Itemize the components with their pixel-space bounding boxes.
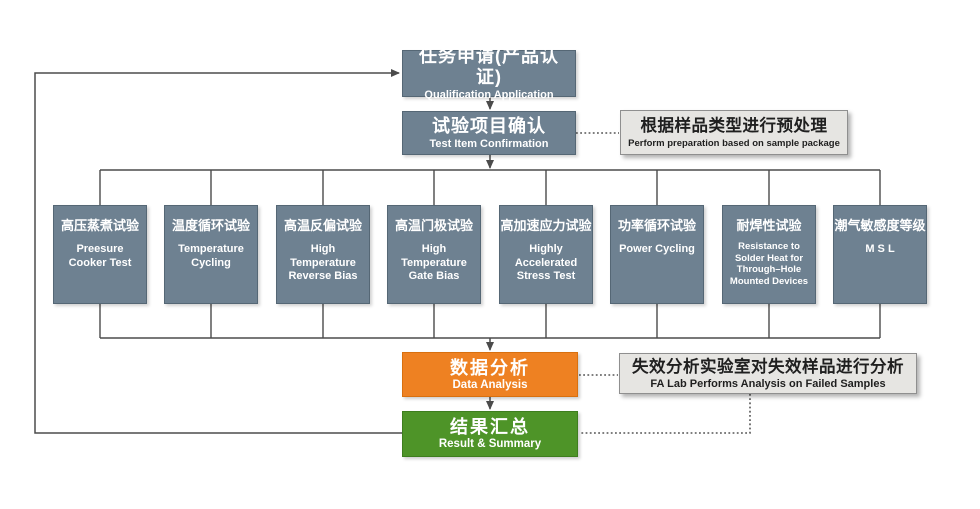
note-sample-preparation: 根据样品类型进行预处理 Perform preparation based on… xyxy=(620,110,848,155)
test-node-pressure-cooker: 高压蒸煮试验 Preesure Cooker Test xyxy=(53,205,147,304)
connector-branch-stubs-bottom xyxy=(99,304,881,338)
test-title-zh: 高加速应力试验 xyxy=(500,218,592,233)
note-text-zh: 根据样品类型进行预处理 xyxy=(640,116,828,135)
test-title-zh: 高温反偏试验 xyxy=(283,218,362,233)
node-title-zh: 任务申请(产品认证) xyxy=(419,45,559,87)
note-fa-lab-analysis: 失效分析实验室对失效样品进行分析 FA Lab Performs Analysi… xyxy=(619,353,917,394)
node-title-en: Result & Summary xyxy=(438,438,542,450)
test-title-zh: 高压蒸煮试验 xyxy=(60,218,139,233)
node-title-zh: 试验项目确认 xyxy=(432,115,546,136)
node-title-en: Qualification Application xyxy=(424,88,554,101)
test-node-temperature-cycling: 温度循环试验 Temperature Cycling xyxy=(164,205,258,304)
connector-branch-stubs-top xyxy=(99,170,881,205)
test-title-zh: 潮气敏感度等级 xyxy=(834,218,926,233)
node-title-en: Test Item Confirmation xyxy=(429,137,549,150)
test-title-en: Power Cycling xyxy=(619,243,695,255)
test-node-solder-heat-resistance: 耐焊性试验 Resistance to Solder Heat for Thro… xyxy=(722,205,816,304)
connector-feedback-loop xyxy=(34,69,402,434)
node-result-summary: 结果汇总 Result & Summary xyxy=(402,411,578,457)
node-qualification-application: 任务申请(产品认证) Qualification Application xyxy=(402,46,576,101)
node-test-item-confirmation: 试验项目确认 Test Item Confirmation xyxy=(402,111,576,155)
test-title-en: Temperature Cycling xyxy=(178,243,244,269)
test-title-en: Preesure Cooker Test xyxy=(68,243,132,269)
test-title-en: High Temperature Gate Bias xyxy=(401,243,467,282)
node-title-en: Data Analysis xyxy=(452,378,528,391)
note-text-en: Perform preparation based on sample pack… xyxy=(628,137,840,149)
test-node-ht-gate-bias: 高温门极试验 High Temperature Gate Bias xyxy=(387,205,481,304)
connector-note2-to-summary-dotted xyxy=(579,394,751,434)
node-title-zh: 数据分析 xyxy=(450,357,530,378)
test-title-en: M S L xyxy=(865,243,895,255)
test-title-zh: 耐焊性试验 xyxy=(736,218,802,233)
test-node-hast: 高加速应力试验 Highly Accelerated Stress Test xyxy=(499,205,593,304)
node-title-zh: 结果汇总 xyxy=(450,417,530,437)
test-node-ht-reverse-bias: 高温反偏试验 High Temperature Reverse Bias xyxy=(276,205,370,304)
node-data-analysis: 数据分析 Data Analysis xyxy=(402,352,578,397)
test-title-en: Resistance to Solder Heat for Through–Ho… xyxy=(729,241,809,287)
test-title-zh: 高温门极试验 xyxy=(394,218,473,233)
test-node-msl: 潮气敏感度等级 M S L xyxy=(833,205,927,304)
note-text-en: FA Lab Performs Analysis on Failed Sampl… xyxy=(650,377,886,390)
test-node-power-cycling: 功率循环试验 Power Cycling xyxy=(610,205,704,304)
test-title-zh: 温度循环试验 xyxy=(171,218,250,233)
note-text-zh: 失效分析实验室对失效样品进行分析 xyxy=(632,357,904,376)
test-title-en: Highly Accelerated Stress Test xyxy=(514,243,578,282)
test-title-en: High Temperature Reverse Bias xyxy=(288,243,358,282)
test-title-zh: 功率循环试验 xyxy=(617,218,696,233)
